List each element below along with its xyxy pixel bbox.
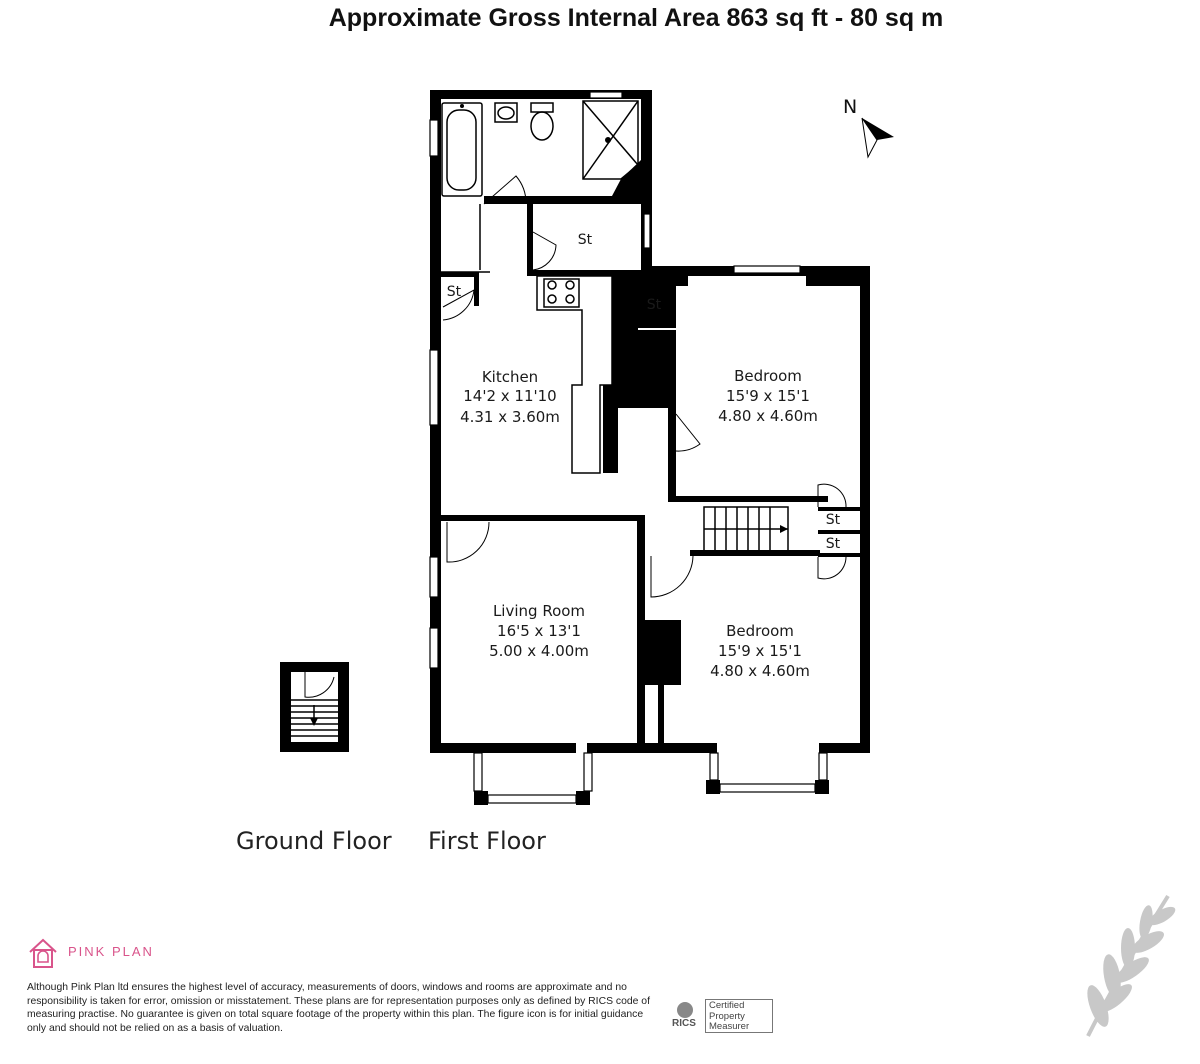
windows	[429, 91, 828, 804]
storage-label: St	[578, 232, 593, 248]
ground-floor-stairs	[280, 662, 349, 752]
room-metric: 4.31 x 3.60m	[460, 408, 560, 426]
staircase	[703, 506, 789, 552]
area-title: Approximate Gross Internal Area 863 sq f…	[329, 4, 944, 32]
north-label: N	[843, 96, 857, 118]
storage-label: St	[826, 512, 841, 528]
room-name: Kitchen	[482, 368, 538, 386]
room-bedroom-1: Bedroom 15'9 x 15'1 4.80 x 4.60m	[718, 367, 818, 425]
certified-measurer-badge: Certified Property Measurer	[705, 999, 773, 1033]
certified-line: Certified	[709, 1000, 745, 1011]
room-imperial: 14'2 x 11'10	[463, 387, 556, 405]
brand-name: PINK PLAN	[68, 944, 154, 959]
room-living-room: Living Room 16'5 x 13'1 5.00 x 4.00m	[489, 602, 589, 660]
wheat-leaf-icon	[1086, 894, 1176, 1037]
kitchen-counter	[536, 275, 613, 474]
rics-logo-icon	[677, 1002, 693, 1018]
storage-label: St	[826, 536, 841, 552]
room-bedroom-2: Bedroom 15'9 x 15'1 4.80 x 4.60m	[710, 622, 810, 680]
sink-icon	[494, 102, 518, 123]
room-metric: 4.80 x 4.60m	[710, 662, 810, 680]
pink-plan-logo-icon	[29, 938, 57, 968]
storage-label: St	[647, 297, 662, 313]
room-kitchen: Kitchen 14'2 x 11'10 4.31 x 3.60m	[460, 368, 560, 426]
rics-label: RICS	[672, 1018, 696, 1029]
first-floor-label: First Floor	[428, 827, 546, 855]
shower-icon	[582, 100, 641, 196]
bathtub-icon	[441, 102, 483, 197]
room-imperial: 15'9 x 15'1	[718, 642, 802, 660]
room-imperial: 15'9 x 15'1	[726, 387, 810, 405]
door-swings	[442, 175, 847, 598]
room-metric: 5.00 x 4.00m	[489, 642, 589, 660]
walls	[430, 90, 870, 805]
ground-floor-label: Ground Floor	[236, 827, 392, 855]
storage-label: St	[447, 284, 462, 300]
room-imperial: 16'5 x 13'1	[497, 622, 581, 640]
north-arrow-icon: N	[843, 96, 894, 159]
certified-line: Measurer	[709, 1021, 750, 1032]
room-name: Living Room	[493, 602, 585, 620]
toilet-icon	[530, 102, 554, 141]
room-metric: 4.80 x 4.60m	[718, 407, 818, 425]
room-name: Bedroom	[734, 367, 802, 385]
disclaimer-text: Although Pink Plan ltd ensures the highe…	[27, 982, 650, 1034]
certified-line: Property	[709, 1010, 745, 1022]
room-name: Bedroom	[726, 622, 794, 640]
